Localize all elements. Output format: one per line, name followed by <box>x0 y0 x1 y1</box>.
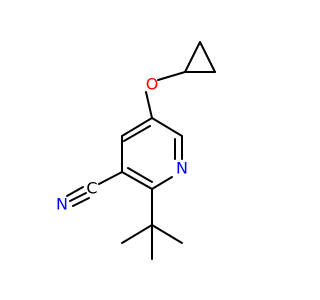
bond-o-ring <box>145 91 153 119</box>
bond-c3-cn <box>98 171 123 185</box>
atom-carbon-nitrile: C <box>86 179 97 198</box>
molecule-structure: O N C N <box>56 41 216 260</box>
atom-nitrogen-nitrile: N <box>56 195 68 214</box>
bond-ring-c4-c4-double <box>123 125 151 142</box>
bond-ring-c3-c2-double <box>127 167 153 183</box>
bond-tbutyl-methyl-1 <box>121 224 153 244</box>
bond-nitrile-2 <box>66 186 84 197</box>
bond-ring-c3-c2 <box>121 171 153 190</box>
bond-ring-c6-c5 <box>151 117 183 137</box>
bond-cyclopropyl-2 <box>199 41 216 73</box>
atom-oxygen: O <box>146 75 159 94</box>
bond-nitrile-3 <box>72 197 90 207</box>
bond-ring-c2-n <box>151 176 173 190</box>
bond-tbutyl-methyl-2 <box>151 224 183 244</box>
bond-ring-c5-c4 <box>121 117 153 137</box>
bond-cyclopropyl-1 <box>184 41 201 73</box>
bond-o-cyclopropyl <box>157 71 186 81</box>
atom-nitrogen-ring: N <box>176 159 188 178</box>
bond-nitrile-1 <box>69 192 87 202</box>
molecule-canvas: O N C N <box>56 41 216 260</box>
